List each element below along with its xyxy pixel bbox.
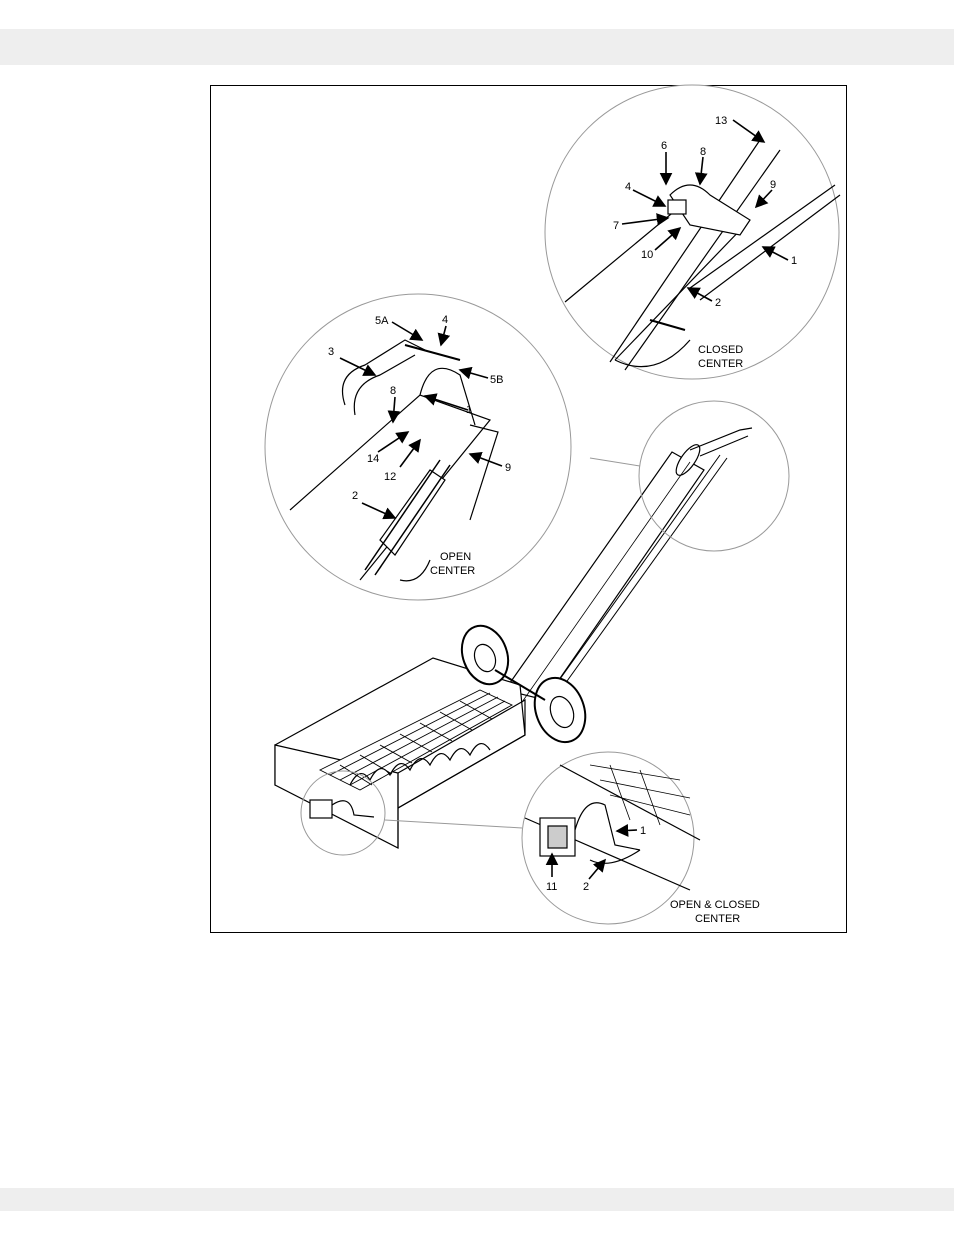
footer-band	[0, 1188, 954, 1211]
callout-label: 4	[442, 314, 448, 326]
caption-open-closed-center-1: OPEN & CLOSED	[670, 899, 760, 911]
callout-label: 12	[384, 471, 396, 483]
callout-label: 4	[625, 181, 631, 193]
callout-label: 1	[466, 404, 472, 416]
callout-label: 3	[328, 346, 334, 358]
callout-label: 9	[505, 462, 511, 474]
closed-center-detail	[544, 84, 841, 380]
caption-open-center-1: OPEN	[440, 551, 471, 563]
caption-open-center-2: CENTER	[430, 565, 475, 577]
caption-open-closed-center-2: CENTER	[695, 913, 740, 925]
auger-machine	[274, 427, 753, 849]
detail-marker-closed	[638, 400, 790, 552]
callout-label: 2	[352, 490, 358, 502]
callout-label: 1	[791, 255, 797, 267]
callout-label: 2	[583, 881, 589, 893]
open-center-detail	[264, 293, 572, 601]
open-closed-detail	[521, 751, 701, 925]
callout-label: 11	[546, 881, 557, 893]
callout-arrows	[339, 119, 789, 880]
callout-label: 9	[770, 179, 776, 191]
header-band	[0, 29, 954, 65]
callout-label: 8	[700, 146, 706, 158]
caption-closed-center-1: CLOSED	[698, 344, 743, 356]
caption-closed-center-2: CENTER	[698, 358, 743, 370]
callout-label: 8	[390, 385, 396, 397]
callout-label: 14	[367, 453, 379, 465]
callout-label: 5B	[490, 374, 503, 386]
callout-label: 1	[640, 825, 646, 837]
callout-label: 5A	[375, 315, 389, 327]
callout-label: 2	[715, 297, 721, 309]
callout-label: 6	[661, 140, 667, 152]
callout-label: 13	[715, 115, 727, 127]
detail-marker-bottom	[300, 770, 386, 856]
callout-label: 10	[641, 249, 653, 261]
callout-label: 7	[613, 220, 619, 232]
callout-labels-open: 5A 4 3 5B 8 1 14 12 9 2	[328, 314, 511, 502]
callout-labels-closed: 13 6 8 9 4 7 10 1 2	[613, 115, 797, 309]
callout-labels-bottom: 1 11 2	[546, 825, 646, 893]
